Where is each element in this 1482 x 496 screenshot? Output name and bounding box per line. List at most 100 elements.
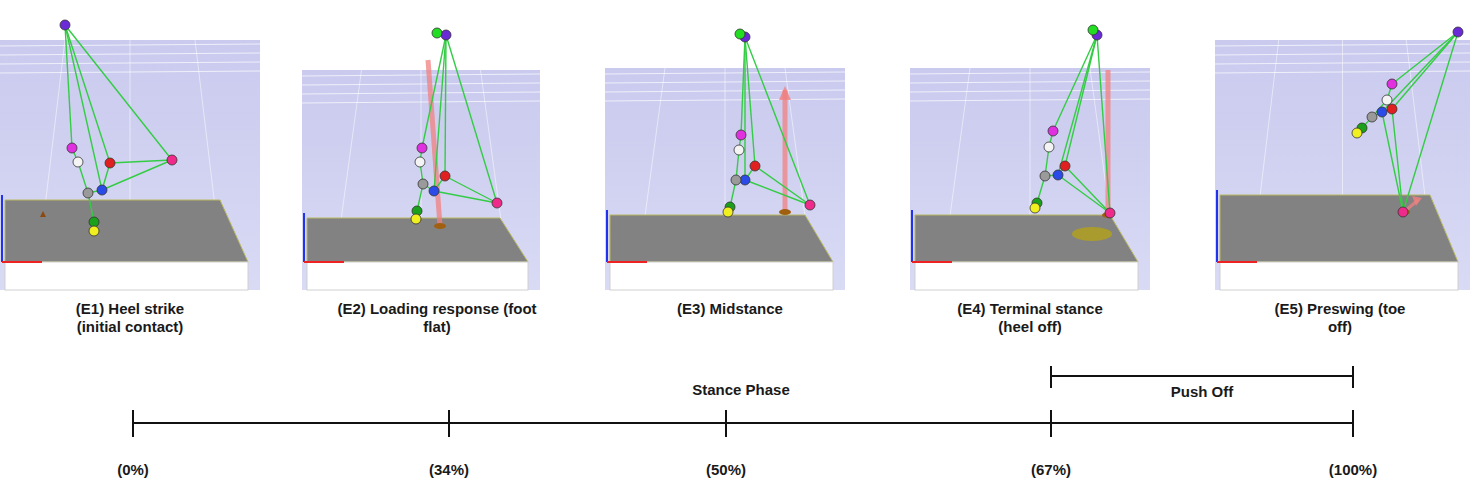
force-plate-front xyxy=(1220,262,1458,290)
segment-line xyxy=(1058,175,1110,213)
segment-line xyxy=(1382,112,1403,212)
axis xyxy=(304,261,344,263)
marker xyxy=(429,186,439,196)
segment-line xyxy=(446,35,497,203)
marker xyxy=(1453,27,1463,37)
marker xyxy=(418,179,428,189)
axis xyxy=(1216,190,1218,262)
panel-background xyxy=(605,68,845,290)
marker xyxy=(167,155,177,165)
force-plate xyxy=(1220,195,1458,262)
phase-caption: (E2) Loading response (foot flat) xyxy=(337,300,537,336)
tick xyxy=(1352,410,1354,437)
marker xyxy=(735,29,745,39)
force-plate-front xyxy=(915,262,1138,290)
marker xyxy=(1048,126,1058,136)
pressure-area xyxy=(1072,227,1112,241)
marker xyxy=(432,28,442,38)
marker xyxy=(1060,161,1070,171)
force-vector xyxy=(783,90,788,212)
segment-line xyxy=(1392,32,1458,109)
force-plate xyxy=(307,218,528,262)
segment-line xyxy=(1053,35,1097,131)
panel-background xyxy=(302,70,540,290)
force-plate xyxy=(5,200,248,262)
marker-panel xyxy=(605,29,845,290)
marker xyxy=(89,226,99,236)
segment-line xyxy=(745,37,755,166)
marker xyxy=(1377,107,1387,117)
marker xyxy=(1387,104,1397,114)
marker xyxy=(731,175,741,185)
marker xyxy=(441,30,451,40)
phase-caption: (E5) Preswing (toe off) xyxy=(1270,300,1410,336)
marker xyxy=(1088,25,1098,35)
segment-line xyxy=(1065,166,1110,213)
phase-caption: (E3) Midstance xyxy=(630,300,830,318)
phase-label: Push Off xyxy=(1171,383,1234,401)
marker-panel xyxy=(1215,27,1470,290)
marker xyxy=(734,145,744,155)
segment-line xyxy=(422,35,446,148)
segment-line xyxy=(755,166,810,205)
panel-background xyxy=(910,68,1150,290)
axis xyxy=(303,213,305,262)
axis xyxy=(1217,261,1257,263)
marker xyxy=(1352,128,1362,138)
percent-label: (0%) xyxy=(117,461,149,479)
axis xyxy=(1,195,3,262)
marker xyxy=(67,143,77,153)
marker xyxy=(1030,203,1040,213)
push-off-bracket xyxy=(1051,375,1353,377)
percent-label: (34%) xyxy=(429,461,469,479)
push-off-bracket xyxy=(1050,366,1052,388)
tick xyxy=(725,410,727,437)
segment-line xyxy=(1382,32,1458,112)
marker xyxy=(417,143,427,153)
marker xyxy=(736,130,746,140)
marker xyxy=(60,20,70,30)
segment-line xyxy=(1058,35,1097,175)
force-arrowhead xyxy=(779,86,791,100)
marker xyxy=(1105,208,1115,218)
segment-line xyxy=(434,35,446,191)
marker xyxy=(1367,112,1377,122)
phase-caption: (E4) Terminal stance (heel off) xyxy=(940,300,1120,336)
marker-panel xyxy=(302,28,540,290)
percent-label: (100%) xyxy=(1329,461,1377,479)
segment-line xyxy=(445,35,446,176)
phase-label: Stance Phase xyxy=(692,381,790,399)
segment-line xyxy=(1403,32,1458,212)
marker xyxy=(492,198,502,208)
marker xyxy=(723,207,733,217)
tick xyxy=(132,410,134,437)
marker xyxy=(1040,171,1050,181)
marker xyxy=(740,175,750,185)
segment-line xyxy=(745,37,810,205)
percent-label: (67%) xyxy=(1031,461,1071,479)
marker xyxy=(805,200,815,210)
segment-line xyxy=(434,191,497,203)
force-origin xyxy=(434,223,446,229)
panel-background xyxy=(1215,40,1470,290)
marker xyxy=(1398,207,1408,217)
force-plate xyxy=(610,215,833,262)
marker xyxy=(105,158,115,168)
axis xyxy=(911,210,913,262)
marker xyxy=(1387,79,1397,89)
marker-panel xyxy=(910,25,1150,290)
force-plate-front xyxy=(5,262,248,290)
segment-line xyxy=(65,25,172,160)
segment-line xyxy=(1097,35,1110,213)
force-plate-front xyxy=(307,262,528,290)
timeline-axis xyxy=(133,422,1353,424)
marker xyxy=(440,171,450,181)
phase-caption: (E1) Heel strike (initial contact) xyxy=(55,300,205,336)
segment-line xyxy=(445,176,497,203)
segment-line xyxy=(744,37,745,180)
axis xyxy=(912,261,952,263)
force-arrowhead xyxy=(1412,196,1422,206)
marker xyxy=(1382,95,1392,105)
